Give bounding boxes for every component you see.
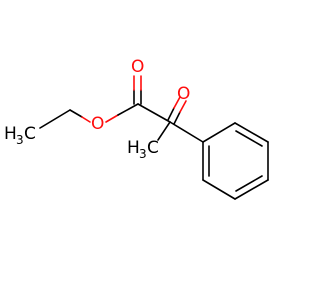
ring-bond-5 xyxy=(202,179,236,200)
ethyl-methyl-h: H xyxy=(4,124,17,144)
alpha-methyl-c: C xyxy=(147,138,159,158)
atom-oxygen-ketone: O xyxy=(177,84,190,104)
benzene-ring xyxy=(202,122,269,200)
bond-cester-calpha xyxy=(137,103,171,123)
bond-o-cester-carbon-half xyxy=(117,103,139,116)
bond-ch3-ch2 xyxy=(39,109,71,129)
ring-double-1 xyxy=(235,130,263,147)
bond-o-cester-oxygen-half xyxy=(105,114,119,123)
ring-bond-1 xyxy=(202,122,236,143)
ring-bond-4 xyxy=(234,179,269,200)
alpha-methyl-subscript: 3 xyxy=(139,147,147,161)
bond-ch2-o-carbon-half xyxy=(69,109,83,118)
bond-ch2-o-oxygen-half xyxy=(81,116,91,123)
bond-calpha-methyl xyxy=(157,121,171,141)
bond-calpha-oketone-1-oxygen xyxy=(173,96,181,109)
label-ethyl-methyl: H 3 C xyxy=(4,124,36,147)
ethyl-methyl-subscript: 3 xyxy=(16,133,24,147)
bond-calpha-oketone-2-carbon xyxy=(173,111,181,125)
ring-bond-2 xyxy=(234,122,269,143)
alpha-methyl-h: H xyxy=(127,138,140,158)
bond-calpha-oketone-2-oxygen xyxy=(179,100,187,113)
label-alpha-methyl: H 3 C xyxy=(127,138,159,161)
molecule-diagram: O O O H 3 C H 3 C xyxy=(4,57,269,200)
atom-oxygen-carbonyl: O xyxy=(131,57,144,77)
atom-oxygen-ester: O xyxy=(91,114,104,134)
ethyl-methyl-c: C xyxy=(24,124,36,144)
structure-canvas: O O O H 3 C H 3 C xyxy=(4,57,269,200)
ring-double-2 xyxy=(235,175,263,192)
bond-calpha-phenyl xyxy=(169,121,204,143)
bond-calpha-oketone-1-carbon xyxy=(167,107,175,121)
